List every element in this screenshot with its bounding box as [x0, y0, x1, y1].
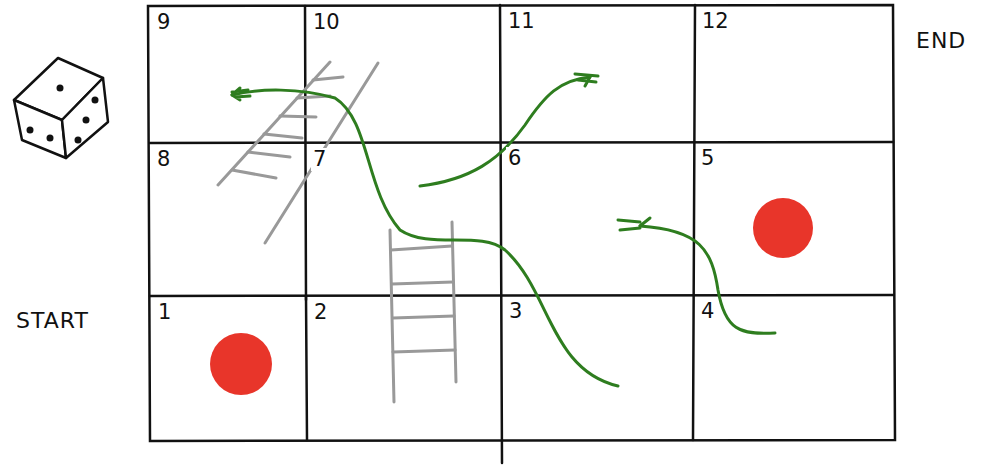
player-counter: [210, 333, 272, 395]
cell-number: 5: [699, 147, 716, 170]
board-cell: 4: [694, 296, 894, 440]
board-cell: 11: [501, 6, 694, 142]
board-grid: [148, 5, 895, 463]
board-cell: 2: [307, 297, 501, 440]
cell-number: 11: [506, 10, 537, 33]
ladder: [390, 222, 456, 402]
cell-number: 9: [155, 11, 172, 34]
board-cell: 12: [695, 6, 892, 142]
cell-number: 10: [311, 11, 342, 34]
board-cell: 3: [502, 296, 694, 440]
board-cell: 9: [150, 7, 305, 143]
end-label: END: [914, 28, 968, 53]
cell-number: 4: [699, 300, 716, 323]
board-cell: 6: [501, 143, 694, 295]
cell-number: 2: [312, 301, 329, 324]
cell-number: 7: [311, 148, 328, 171]
board-cell: 7: [306, 144, 500, 296]
player-counter: [753, 198, 813, 258]
board-cell: 8: [150, 144, 305, 296]
cell-number: 1: [156, 301, 173, 324]
snake: [232, 74, 775, 386]
board-cell: 5: [694, 143, 892, 295]
cell-number: 12: [700, 10, 731, 33]
ladder: [218, 62, 378, 243]
board-cell: 1: [151, 297, 306, 440]
cell-number: 3: [507, 300, 524, 323]
cell-number: 8: [155, 148, 172, 171]
start-label: START: [14, 308, 91, 333]
die-icon: [14, 58, 108, 158]
board-cell: 10: [306, 7, 500, 143]
cell-number: 6: [506, 147, 523, 170]
